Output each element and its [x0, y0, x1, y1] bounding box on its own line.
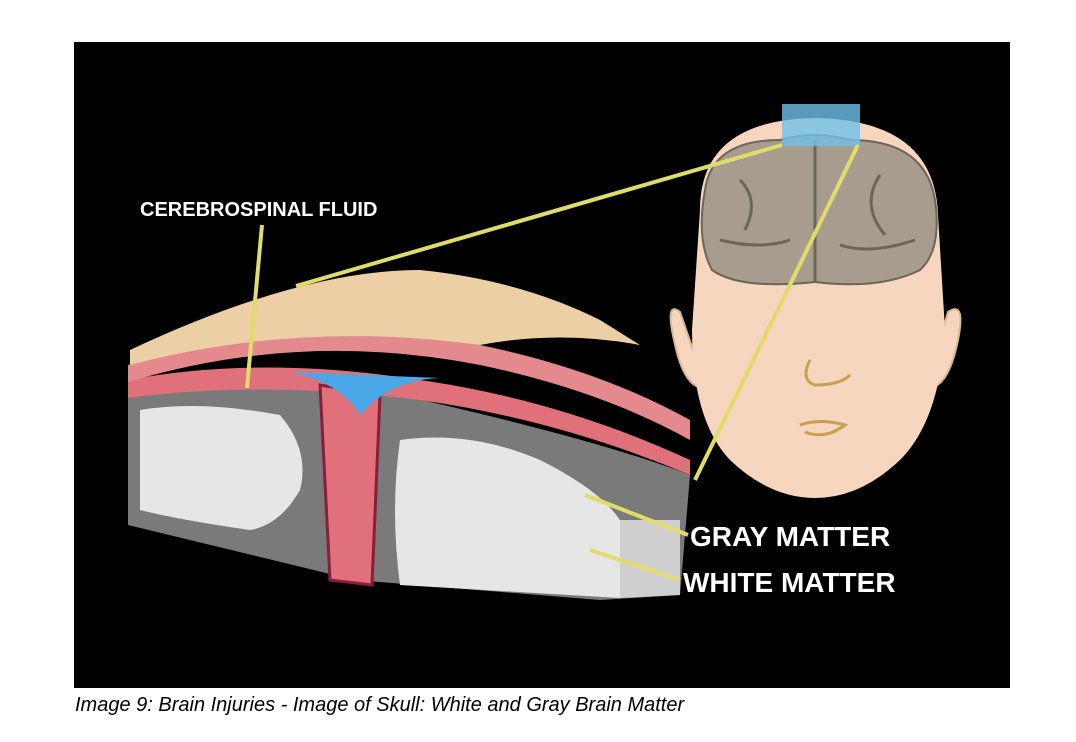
label-white-matter: WHITE MATTER	[683, 567, 896, 598]
head-illustration	[669, 104, 962, 498]
label-cerebrospinal-fluid: CEREBROSPINAL FLUID	[140, 199, 377, 221]
tissue-cross-section	[128, 270, 690, 600]
highlight-region	[782, 104, 860, 146]
label-gray-matter: GRAY MATTER	[690, 521, 890, 552]
figure-caption: Image 9: Brain Injuries - Image of Skull…	[75, 694, 685, 716]
